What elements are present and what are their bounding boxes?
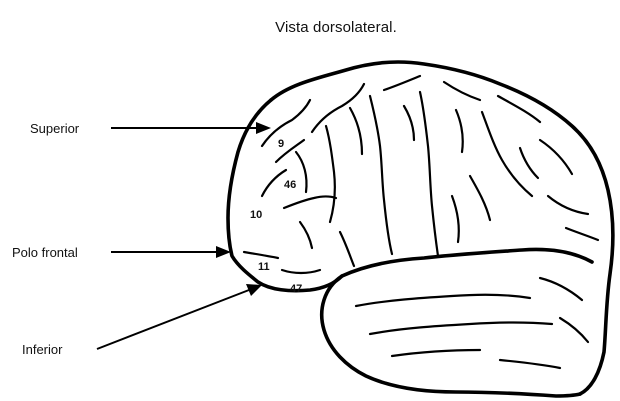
sulci-upper <box>260 74 600 258</box>
label-inferior: Inferior <box>22 342 63 357</box>
label-polo-frontal: Polo frontal <box>12 245 78 260</box>
sulci-prefrontal <box>242 168 356 275</box>
arrow-polo-frontal <box>111 246 231 258</box>
sulci-temporal <box>354 276 590 370</box>
area-10-number: 10 <box>250 209 262 221</box>
brain-outline <box>269 60 615 396</box>
area-9-number: 9 <box>278 138 284 150</box>
temporal-lobe-outline <box>319 247 594 398</box>
frontal-lobe-contour <box>226 98 344 293</box>
area-46-number: 46 <box>284 179 296 191</box>
area-11-number: 11 <box>258 261 270 273</box>
arrow-superior <box>111 122 271 134</box>
area-47-number: 47 <box>290 283 302 295</box>
arrow-inferior <box>96 284 262 350</box>
diagram-title: Vista dorsolateral. <box>275 19 397 36</box>
label-superior: Superior <box>30 121 80 136</box>
